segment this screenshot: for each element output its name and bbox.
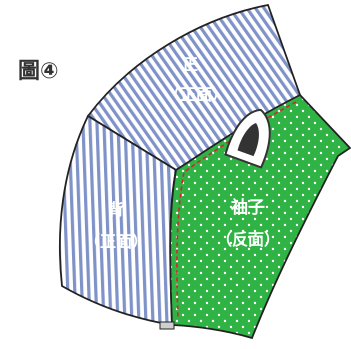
front-piece-name: 正 — [182, 55, 198, 74]
sleeve-piece-name: 袖子 — [231, 197, 265, 218]
iron-icon — [224, 108, 271, 169]
back-piece-name: 背 — [108, 200, 124, 219]
figure-label: 圖④ — [18, 59, 59, 84]
front-piece-side: （正面） — [164, 85, 228, 104]
seam-tab — [159, 321, 175, 330]
sleeve-piece-side: （反面） — [216, 230, 280, 249]
back-piece-side: （正面） — [84, 232, 148, 251]
